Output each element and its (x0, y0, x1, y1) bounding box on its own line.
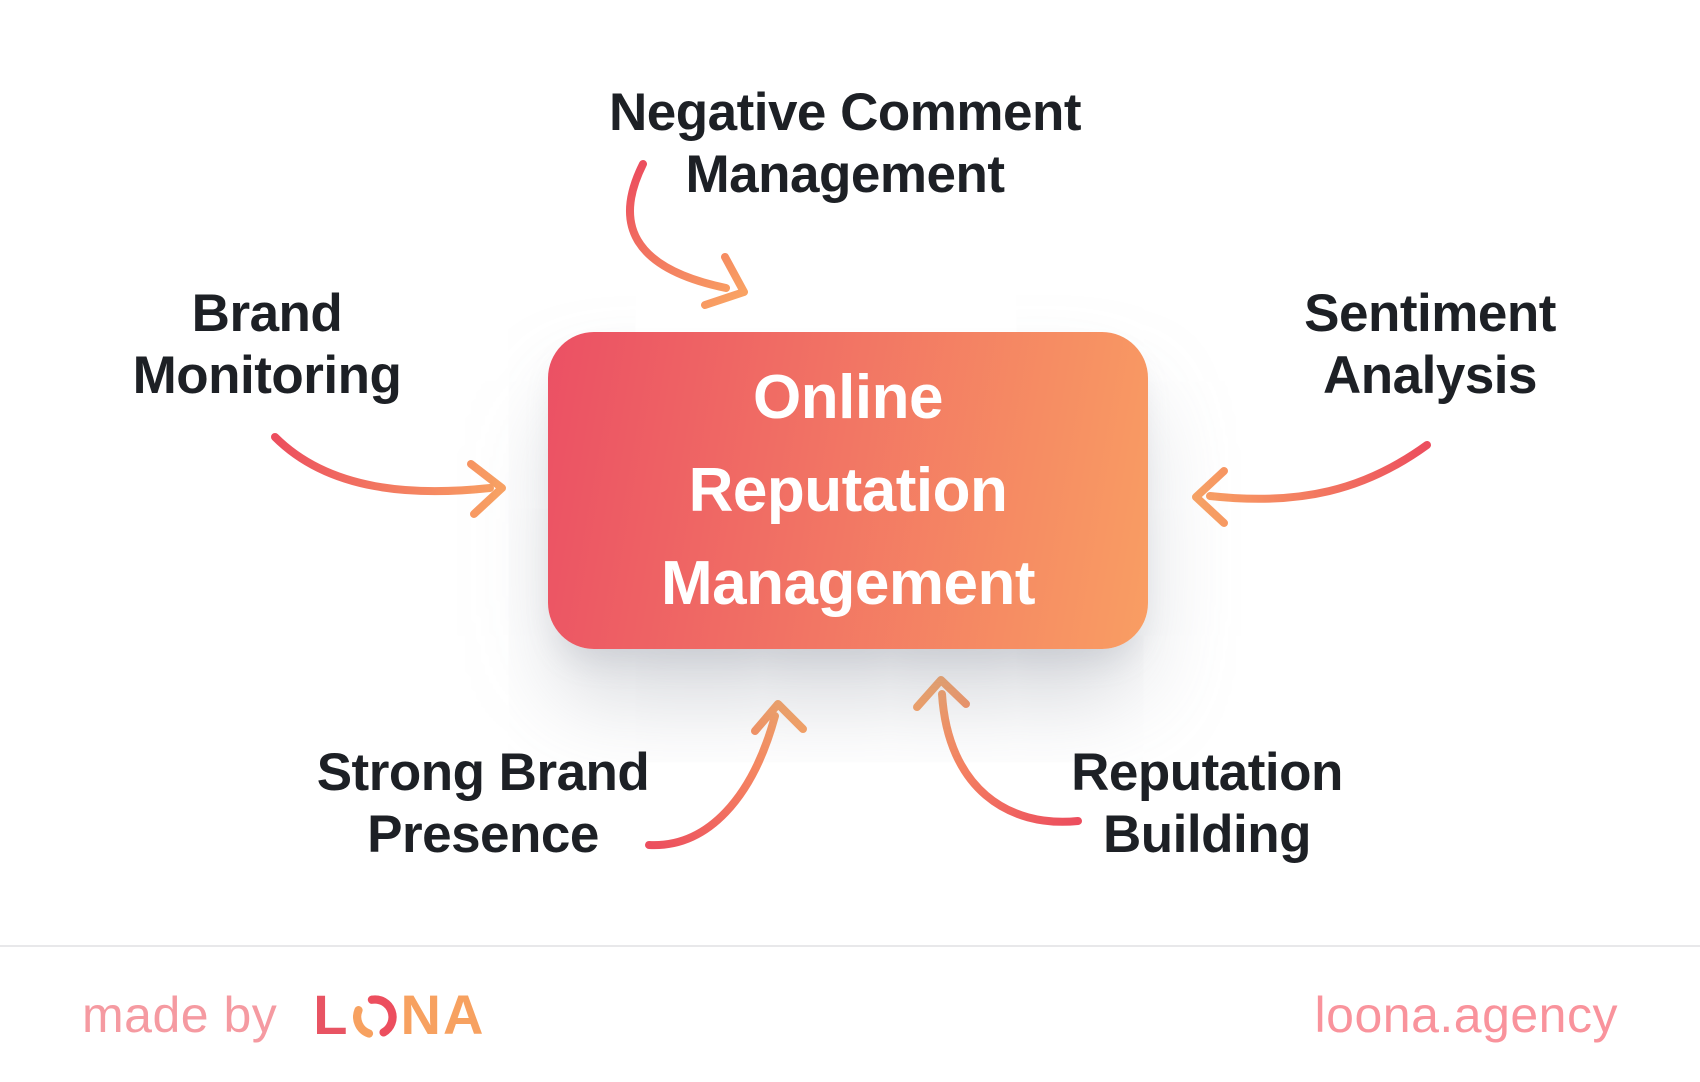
loona-logo-letters-na: NA (400, 983, 486, 1046)
label-strong-brand-presence: Strong Brand Presence (317, 742, 650, 866)
loona-logo-o-icon (352, 994, 397, 1038)
label-line: Strong Brand (316, 743, 650, 802)
arrow-brand-monitoring-to-box-icon (271, 433, 506, 518)
label-brand-monitoring: Brand Monitoring (133, 283, 402, 407)
central-topic-box: Online Reputation Management (548, 332, 1148, 649)
made-by-group: made by L NA (82, 982, 485, 1047)
label-sentiment-analysis: Sentiment Analysis (1304, 283, 1556, 407)
arrow-sentiment-analysis-to-box-icon (1192, 441, 1431, 527)
loona-logo-letter-l: L (313, 983, 349, 1046)
central-topic-line-3: Management (661, 549, 1035, 618)
label-line: Management (685, 145, 1005, 204)
label-negative-comment-management: Negative Comment Management (608, 82, 1082, 206)
arrow-reputation-building-to-box-icon (913, 676, 1082, 826)
central-topic-line-1: Online (753, 363, 943, 432)
label-line: Brand (191, 284, 343, 343)
label-line: Reputation (1071, 743, 1343, 802)
website-link[interactable]: loona.agency (1314, 986, 1618, 1043)
made-by-text: made by (82, 986, 278, 1043)
footer: made by L NA loona.agency (0, 947, 1700, 1082)
central-topic-line-2: Reputation (688, 456, 1008, 525)
label-line: Analysis (1322, 346, 1538, 405)
footer-divider (0, 945, 1700, 947)
label-line: Sentiment (1304, 284, 1556, 343)
label-line: Building (1103, 805, 1311, 864)
label-line: Negative Comment (608, 83, 1082, 142)
arrow-strong-brand-presence-to-box-icon (645, 700, 807, 850)
loona-logo: L NA (313, 982, 485, 1047)
label-line: Monitoring (132, 346, 402, 405)
label-line: Presence (367, 805, 599, 864)
label-reputation-building: Reputation Building (1071, 742, 1343, 866)
